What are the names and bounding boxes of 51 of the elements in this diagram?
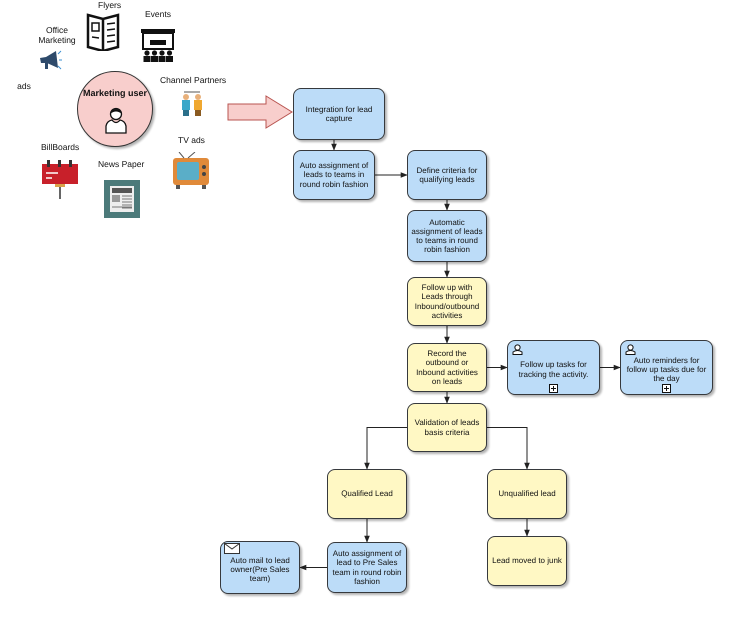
- node-label: Auto assignment of leads to teams in round robin fashion: [298, 161, 370, 189]
- process-box: [327, 542, 407, 593]
- block-arrow: [228, 95, 293, 129]
- arrow: [524, 518, 530, 537]
- node-label: Lead moved to junk: [492, 556, 562, 566]
- process-box: [407, 150, 487, 200]
- arrow: [364, 427, 408, 470]
- process-box: [507, 340, 600, 395]
- process-box: [407, 210, 487, 262]
- node-label: Unqualified lead: [498, 489, 556, 499]
- arrow: [486, 427, 530, 470]
- channel-label: ads: [16, 82, 32, 92]
- node-label: Integration for lead capture: [304, 104, 374, 124]
- node-label: Validation of leads basis criteria: [414, 418, 480, 437]
- arrow: [444, 326, 450, 344]
- process-box: [293, 150, 375, 200]
- node-label: Automatic assignment of leads to teams in round robin fashion: [411, 218, 483, 254]
- process-box: [220, 541, 300, 594]
- channel-label: Flyers: [98, 1, 122, 11]
- channel-label: TV ads: [178, 136, 205, 146]
- channel-label: Events: [145, 10, 171, 20]
- arrow: [444, 262, 450, 278]
- channel-label: News Paper: [98, 160, 144, 170]
- node-label: Qualified Lead: [341, 489, 393, 499]
- arrow: [444, 392, 450, 404]
- arrow: [299, 564, 328, 570]
- node-label: Define criteria for qualifying leads: [416, 166, 478, 184]
- task-box: [407, 343, 487, 392]
- arrow: [486, 364, 508, 370]
- node-label: Auto reminders for follow up tasks due for the day: [626, 354, 708, 384]
- channel-label: Channel Partners: [160, 76, 226, 86]
- task-box: [487, 469, 567, 519]
- node-label: Auto assignment of lead to Pre Sales team in round robin fashion: [332, 549, 402, 586]
- channel-label: BillBoards: [41, 143, 80, 153]
- channel-label: Office Marketing: [37, 26, 77, 46]
- task-box: [407, 277, 487, 326]
- arrow: [444, 200, 450, 211]
- node-label: Follow up tasks for tracking the activity.: [518, 359, 590, 379]
- arrow: [374, 172, 408, 178]
- node-label: Record the outbound or Inbound activities on leads: [415, 349, 479, 386]
- arrow: [600, 364, 621, 370]
- task-box: [487, 536, 567, 586]
- node-label: Auto mail to lead owner(Pre Sales team): [229, 554, 291, 584]
- node-label: Marketing user: [82, 88, 148, 98]
- task-box: [327, 469, 407, 519]
- process-box: [293, 88, 385, 140]
- task-box: [407, 403, 487, 452]
- node-label: Follow up with Leads through Inbound/outbound activities: [414, 283, 480, 320]
- process-box: [620, 340, 713, 395]
- arrow: [364, 518, 370, 543]
- arrow: [331, 140, 337, 151]
